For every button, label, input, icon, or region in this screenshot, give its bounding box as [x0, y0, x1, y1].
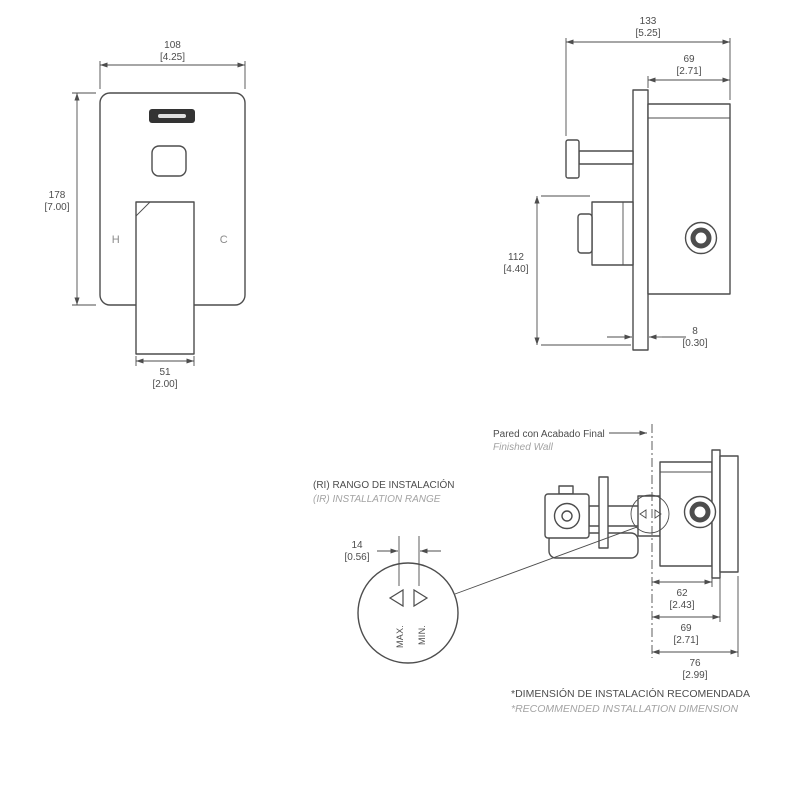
- outlet-port-ring: [689, 501, 711, 523]
- min-label: MIN.: [417, 625, 427, 645]
- dim-depth-c-mm: 76: [689, 658, 701, 669]
- detail-circle: [357, 562, 459, 664]
- total-depth-dimension: 133 [5.25]: [565, 16, 731, 136]
- flange-tab: [558, 485, 574, 495]
- dim-depth-b-in: [2.71]: [673, 635, 698, 646]
- dim-lever-in: [2.00]: [152, 379, 177, 390]
- handle-flange: [544, 493, 590, 539]
- footer-note-es: *DIMENSIÓN DE INSTALACIÓN RECOMENDADA: [511, 687, 750, 700]
- dim-depth-a-mm: 62: [676, 588, 688, 599]
- dim-range-in: [0.56]: [344, 552, 369, 563]
- installation-range-es: (RI) RANGO DE INSTALACIÓN: [313, 478, 455, 491]
- outlet-port-ring: [690, 227, 712, 249]
- detail-bubble: 14 [0.56] MAX. MIN.: [344, 536, 459, 664]
- dim-height-in: [7.00]: [44, 202, 69, 213]
- detail-indicator-circle: [630, 494, 670, 534]
- dim-depth-c-in: [2.99]: [682, 670, 707, 681]
- max-arrow-icon: [388, 588, 404, 608]
- dim-plate-thickness-mm: 8: [692, 326, 698, 337]
- dim-height-mm: 178: [49, 190, 66, 201]
- side-height-dimension: 112 [4.40]: [503, 195, 631, 346]
- handle-stem: [578, 150, 634, 165]
- diverter-button: [151, 145, 187, 177]
- dim-side-height-in: [4.40]: [503, 264, 528, 275]
- dim-depth-b-mm: 69: [680, 623, 692, 634]
- plaster-guard: [719, 455, 739, 573]
- rough-in-valve: [544, 449, 739, 579]
- dim-body-mm: 69: [683, 54, 695, 65]
- body-depth-dimension: 69 [2.71]: [647, 54, 730, 88]
- outlet-port: [683, 495, 717, 529]
- installation-range-label: (RI) RANGO DE INSTALACIÓN (IR) INSTALLAT…: [313, 478, 455, 505]
- finished-wall-label: Pared con Acabado Final Finished Wall: [493, 429, 647, 453]
- installation-range-en: (IR) INSTALLATION RANGE: [313, 494, 441, 505]
- finished-wall-en: Finished Wall: [493, 442, 554, 453]
- detail-leader-line: [454, 526, 638, 595]
- lever-width-dimension: 51 [2.00]: [135, 356, 195, 390]
- dim-range-mm: 14: [351, 540, 363, 551]
- installation-view: 62 [2.43] 69 [2.71] 76 [2.99] Pared con …: [313, 424, 739, 681]
- lever-profile: [598, 476, 609, 549]
- dim-depth-a-in: [2.43]: [669, 600, 694, 611]
- range-mark-right-icon: [654, 509, 662, 519]
- hot-label: H: [112, 234, 120, 246]
- installation-depth-dimensions: 62 [2.43] 69 [2.71] 76 [2.99]: [652, 570, 739, 681]
- cartridge-sleeve: [591, 201, 634, 266]
- lever-handle: [135, 201, 195, 355]
- front-width-dimension: 108 [4.25]: [99, 40, 246, 89]
- front-view: 108 [4.25] 178 [7.00] H C 51 [2.00]: [44, 40, 246, 390]
- dim-lever-mm: 51: [159, 367, 171, 378]
- dim-side-height-mm: 112: [508, 252, 524, 263]
- dim-width-mm: 108: [164, 40, 181, 51]
- brand-logo-text-mark: [158, 114, 186, 118]
- cartridge-retainer: [637, 495, 661, 537]
- side-view: 133 [5.25] 69 [2.71] 112 [4.40]: [503, 16, 731, 351]
- dim-total-in: [5.25]: [635, 28, 660, 39]
- dim-plate-thickness-in: [0.30]: [682, 338, 707, 349]
- dim-body-in: [2.71]: [676, 66, 701, 77]
- flange-hub: [553, 502, 581, 530]
- footer-note-en: *RECOMMENDED INSTALLATION DIMENSION: [511, 703, 739, 715]
- dim-total-mm: 133: [640, 16, 657, 27]
- front-height-dimension: 178 [7.00]: [44, 92, 96, 306]
- handle-chamfer-line: [135, 201, 151, 217]
- cold-label: C: [220, 234, 228, 246]
- min-arrow-icon: [413, 588, 429, 608]
- sleeve-cap: [577, 213, 593, 254]
- wall-plate: [632, 89, 649, 351]
- dim-width-in: [4.25]: [160, 52, 185, 63]
- valve-body: [647, 103, 731, 295]
- footer-notes: *DIMENSIÓN DE INSTALACIÓN RECOMENDADA *R…: [511, 687, 750, 715]
- flange-hub-center: [561, 510, 573, 522]
- plate-thickness-dimension: 8 [0.30]: [607, 326, 708, 349]
- range-mark-left-icon: [639, 509, 647, 519]
- handle-lever-profile: [565, 139, 580, 179]
- max-label: MAX.: [395, 625, 405, 648]
- finished-wall-es: Pared con Acabado Final: [493, 429, 605, 440]
- mounting-bracket: [548, 532, 639, 559]
- outlet-port: [684, 221, 718, 255]
